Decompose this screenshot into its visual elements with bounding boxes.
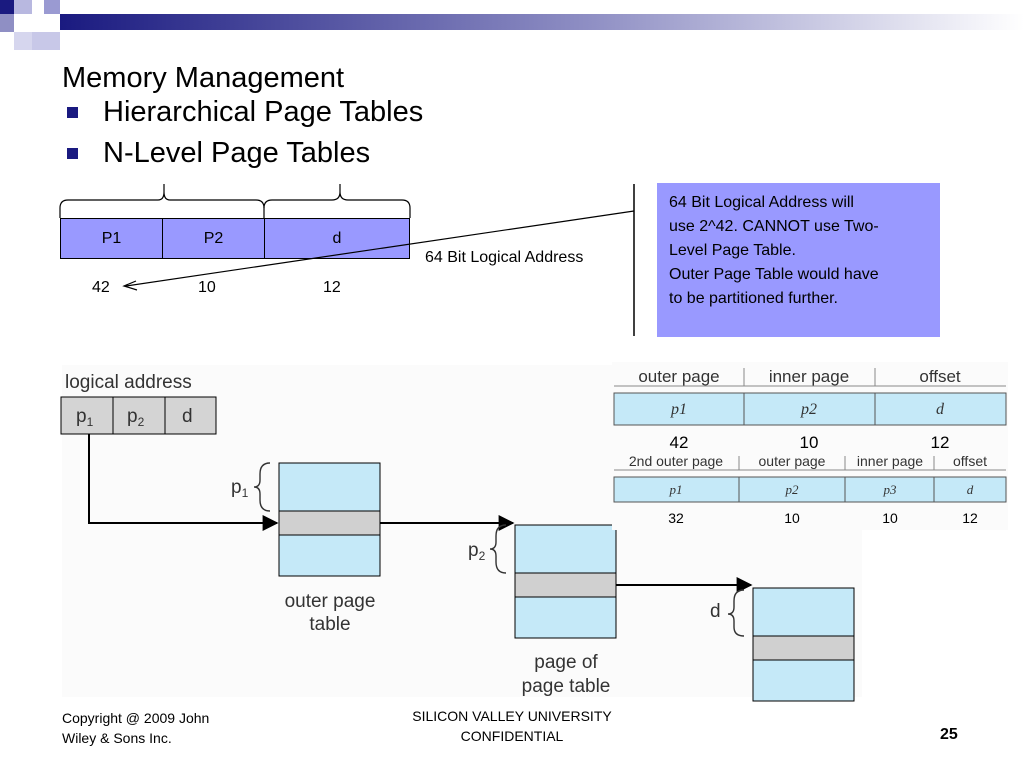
logical-field-p2: p2 xyxy=(127,406,145,429)
bits-value: 12 xyxy=(931,433,950,452)
page-of-page-table-label: page table xyxy=(522,676,611,697)
decorative-header xyxy=(0,0,1024,50)
address-field-p2: P2 xyxy=(162,218,265,259)
header-inner-page: inner page xyxy=(769,367,849,386)
note-line: Outer Page Table would have xyxy=(669,266,879,283)
bullet-square-icon xyxy=(67,107,78,118)
field-p1: p1 xyxy=(669,482,683,497)
footer-copyright-line: Copyright @ 2009 John xyxy=(62,710,210,726)
field-d: d xyxy=(936,401,945,418)
footer-confidential: SILICON VALLEY UNIVERSITY CONFIDENTIAL xyxy=(372,706,652,746)
bits-value: 32 xyxy=(668,510,684,526)
note-line: Level Page Table. xyxy=(669,242,796,259)
field-p3: p3 xyxy=(883,482,898,497)
footer-copyright: Copyright @ 2009 John Wiley & Sons Inc. xyxy=(62,708,209,748)
bits-value: 10 xyxy=(800,433,819,452)
field-p2: p2 xyxy=(785,482,800,497)
outer-page-table-label: outer page xyxy=(285,591,376,612)
footer-center-line: SILICON VALLEY UNIVERSITY xyxy=(412,708,612,724)
logical-address-label: logical address xyxy=(65,372,192,393)
note-line: use 2^42. CANNOT use Two- xyxy=(669,218,879,235)
brace-label-d: d xyxy=(710,601,721,622)
slide-number: 25 xyxy=(940,726,958,743)
header-inner-page: inner page xyxy=(857,453,923,469)
header-outer-page: outer page xyxy=(759,453,826,469)
note-line: to be partitioned further. xyxy=(669,290,838,307)
field-p2: p2 xyxy=(800,401,817,418)
bullet-square-icon xyxy=(67,148,78,159)
page-of-page-table-label: page of xyxy=(534,652,598,673)
bits-label: 10 xyxy=(198,279,216,296)
field-p1: p1 xyxy=(670,401,687,418)
address-format-tables: outer page inner page offset p1 p2 d 42 … xyxy=(612,362,1008,530)
bits-value: 12 xyxy=(962,510,978,526)
note-line: 64 Bit Logical Address will xyxy=(669,194,854,211)
footer-copyright-line: Wiley & Sons Inc. xyxy=(62,730,172,746)
bits-value: 10 xyxy=(882,510,898,526)
header-outer-page: outer page xyxy=(638,367,719,386)
logical-address-box xyxy=(60,396,217,435)
field-d: d xyxy=(967,482,974,497)
bits-value: 10 xyxy=(784,510,800,526)
bits-value: 42 xyxy=(670,433,689,452)
bullet-text: Hierarchical Page Tables xyxy=(103,96,424,128)
logical-field-d: d xyxy=(182,406,193,427)
bullet-text: N-Level Page Tables xyxy=(103,137,371,169)
note-box: 64 Bit Logical Address will use 2^42. CA… xyxy=(657,183,940,337)
outer-page-table-entry xyxy=(278,510,381,536)
header-offset: offset xyxy=(919,367,961,386)
outer-page-table-label: table xyxy=(309,614,350,635)
bullet-item: N-Level Page Tables xyxy=(62,137,370,170)
address-format-label: 64 Bit Logical Address xyxy=(425,249,584,266)
logical-field-p1: p1 xyxy=(76,406,94,429)
header-2nd-outer-page: 2nd outer page xyxy=(629,453,723,469)
bits-label: 12 xyxy=(323,279,341,296)
page-of-page-table-entry xyxy=(514,572,617,598)
address-field-d: d xyxy=(264,218,410,259)
footer-center-line: CONFIDENTIAL xyxy=(460,728,564,744)
address-field-p1: P1 xyxy=(60,218,163,259)
header-offset: offset xyxy=(953,453,987,469)
target-page-entry xyxy=(752,635,855,661)
bullet-item: Hierarchical Page Tables xyxy=(62,96,423,129)
slide-title: Memory Management xyxy=(62,62,345,94)
bits-label: 42 xyxy=(92,279,110,296)
